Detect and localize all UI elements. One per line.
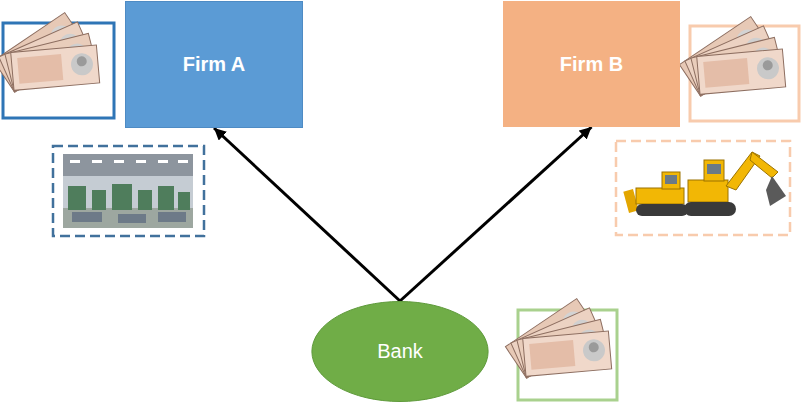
node-label: Firm A xyxy=(183,53,246,76)
arrow-connector xyxy=(214,128,400,301)
firm-box: Firm B xyxy=(503,1,680,127)
arrow-connector xyxy=(400,127,592,301)
cash-picture-a xyxy=(0,13,114,118)
cash-picture-bank xyxy=(505,299,617,400)
cash-picture-b xyxy=(679,17,799,121)
firm-box: Firm A xyxy=(125,1,303,128)
construction-machines-picture xyxy=(616,141,790,235)
factory-picture xyxy=(53,146,204,236)
node-label: Bank xyxy=(377,340,423,363)
bank-ellipse: Bank xyxy=(311,301,489,402)
node-label: Firm B xyxy=(560,53,623,76)
